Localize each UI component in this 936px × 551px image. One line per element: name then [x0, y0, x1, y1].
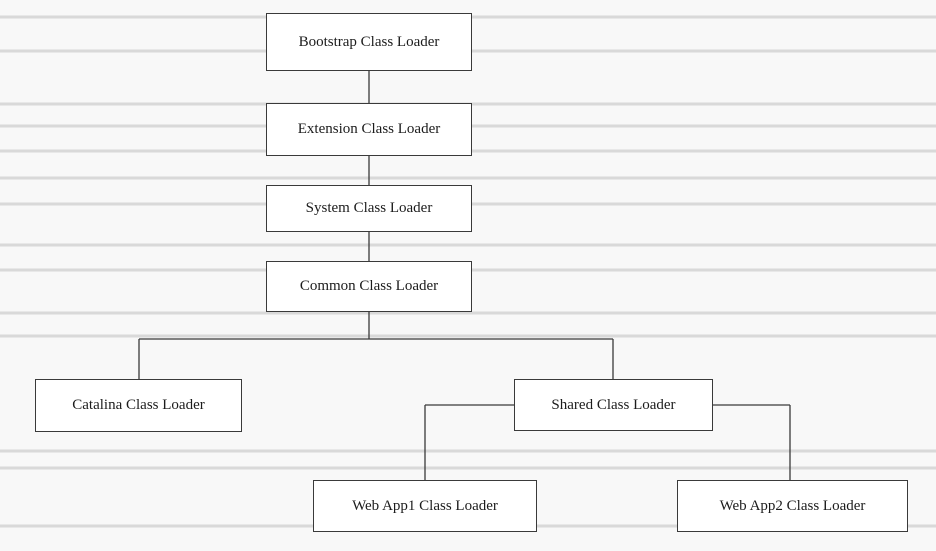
- system-class-loader-label: System Class Loader: [305, 200, 433, 216]
- extension-class-loader-label: Extension Class Loader: [297, 121, 441, 137]
- catalina-class-loader-node: Catalina Class Loader: [35, 379, 242, 432]
- web-app2-class-loader-label: Web App2 Class Loader: [719, 497, 866, 514]
- connector-common-children: [138, 312, 614, 379]
- shared-class-loader-label: Shared Class Loader: [551, 396, 676, 413]
- common-class-loader-node: Common Class Loader: [266, 261, 472, 312]
- web-app1-class-loader-node: Web App1 Class Loader: [313, 480, 537, 532]
- system-class-loader-node: System Class Loader: [266, 185, 472, 232]
- web-app1-class-loader-label: Web App1 Class Loader: [352, 497, 498, 514]
- extension-class-loader-node: Extension Class Loader: [266, 103, 472, 156]
- catalina-class-loader-label: Catalina Class Loader: [72, 397, 205, 413]
- common-class-loader-label: Common Class Loader: [299, 278, 439, 294]
- bootstrap-class-loader-label: Bootstrap Class Loader: [298, 33, 440, 50]
- shared-class-loader-node: Shared Class Loader: [514, 379, 713, 431]
- connector-shared-webapps: [424, 404, 791, 480]
- web-app2-class-loader-node: Web App2 Class Loader: [677, 480, 908, 532]
- bootstrap-class-loader-node: Bootstrap Class Loader: [266, 13, 472, 71]
